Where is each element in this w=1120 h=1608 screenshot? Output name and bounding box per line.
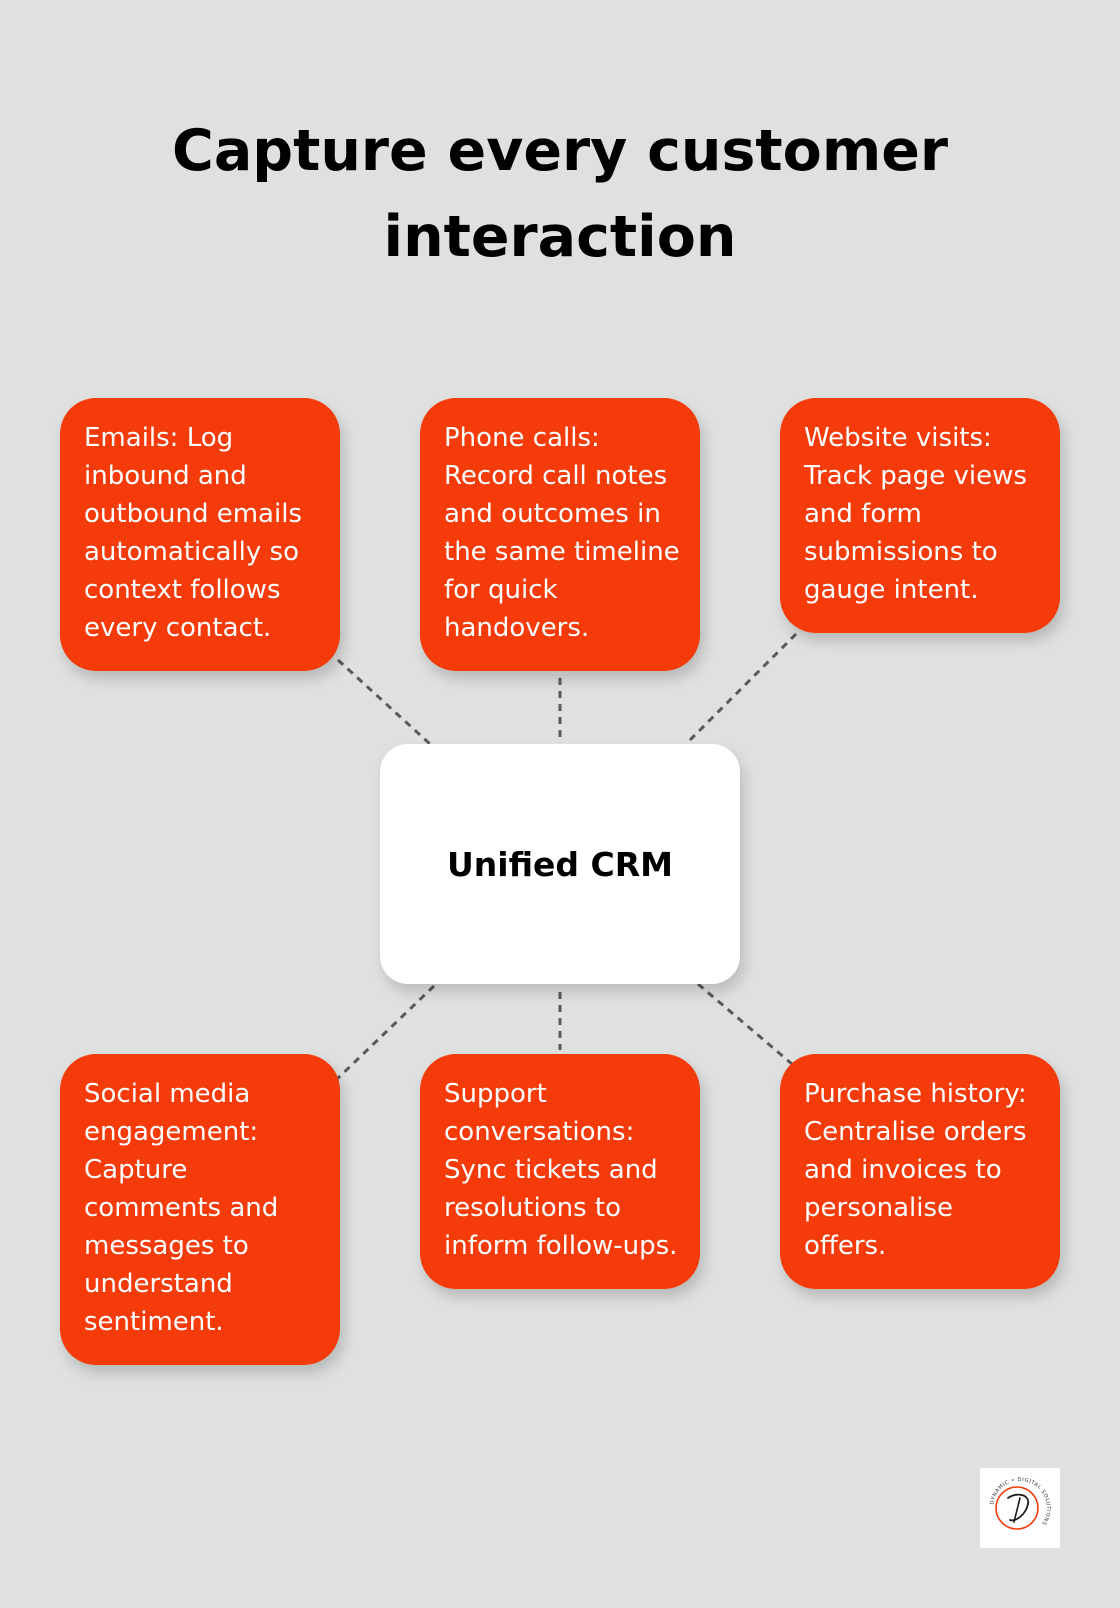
brand-logo: DYNAMIC • DIGITAL SOLUTIONS [980,1468,1060,1548]
channel-card-text: Emails: Log inbound and outbound emails … [84,423,302,643]
hub-label: Unified CRM [446,844,674,884]
channel-card-support: Support conversations: Sync tickets and … [420,1054,700,1289]
connector-website-visits [686,632,798,744]
channel-card-website-visits: Website visits: Track page views and for… [780,398,1060,633]
channel-card-social-media: Social media engagement: Capture comment… [60,1054,340,1365]
channel-card-text: Social media engagement: Capture comment… [84,1079,279,1337]
channel-card-text: Website visits: Track page views and for… [804,423,1027,605]
page-title: Capture every customer interaction [172,118,948,270]
channel-card-text: Purchase history: Centralise orders and … [804,1079,1027,1261]
channel-card-text: Support conversations: Sync tickets and … [444,1079,678,1261]
channel-card-emails: Emails: Log inbound and outbound emails … [60,398,340,671]
channel-card-phone-calls: Phone calls: Record call notes and outco… [420,398,700,671]
connector-emails [336,658,432,746]
hub-unified-crm: Unified CRM [380,744,740,984]
channel-card-purchase-history: Purchase history: Centralise orders and … [780,1054,1060,1289]
connector-social-media [334,984,436,1082]
logo-mark-icon: DYNAMIC • DIGITAL SOLUTIONS [989,1477,1050,1530]
connector-purchase-history [697,982,793,1066]
channel-card-text: Phone calls: Record call notes and outco… [444,423,680,643]
